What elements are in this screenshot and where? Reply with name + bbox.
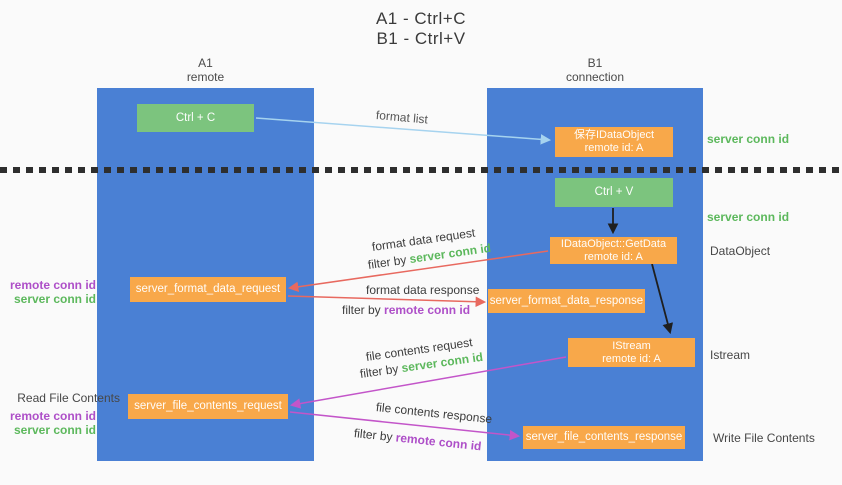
lane-header-b1: B1 connection: [487, 56, 703, 84]
node-idataobject-getdata-line1: IDataObject::GetData: [560, 237, 667, 250]
filter-by-prefix-2: filter by: [342, 303, 381, 317]
side-label-read-file-contents: Read File Contents: [17, 391, 120, 405]
node-ctrl-c-label: Ctrl + C: [175, 111, 216, 124]
side-label-server-conn-id-top: server conn id: [707, 132, 790, 146]
side-label-write-file-contents: Write File Contents: [713, 431, 815, 445]
node-server-file-contents-response-label: server_file_contents_response: [525, 431, 683, 443]
side-label-conn-ids-2: remote conn id server conn id: [8, 409, 96, 437]
node-save-idataobject-line1: 保存IDataObject: [573, 129, 655, 141]
arrow-format-data-response: [287, 295, 487, 307]
side-label-istream: Istream: [710, 348, 751, 362]
node-server-file-contents-response: server_file_contents_response: [523, 426, 685, 449]
arrow-format-list: [255, 117, 552, 145]
arrow-file-contents-response: [289, 411, 521, 441]
title-line-2: B1 - Ctrl+V: [376, 29, 466, 48]
lane-b1-name: B1: [587, 56, 603, 70]
node-idataobject-getdata-line2: remote id: A: [584, 250, 643, 263]
title-line-1: A1 - Ctrl+C: [375, 9, 467, 28]
node-idataobject-getdata: IDataObject::GetData remote id: A: [550, 237, 677, 264]
side-label-remote-conn-id-1: remote conn id: [9, 278, 96, 292]
side-label-conn-ids-1: remote conn id server conn id: [8, 278, 96, 306]
session-divider-dotted-line: [0, 167, 842, 173]
node-ctrl-v-label: Ctrl + V: [594, 186, 634, 198]
node-server-format-data-response-label: server_format_data_response: [489, 294, 644, 307]
node-server-format-data-request-label: server_format_data_request: [135, 283, 281, 295]
side-label-server-conn-id-mid: server conn id: [707, 210, 790, 224]
node-server-file-contents-request: server_file_contents_request: [128, 394, 288, 419]
node-istream-line1: IStream: [612, 339, 651, 352]
lane-a1-role: remote: [186, 70, 225, 84]
arrow-format-data-request: [287, 250, 549, 293]
lane-a1-name: A1: [198, 56, 213, 70]
node-save-idataobject: 保存IDataObject remote id: A: [555, 127, 673, 157]
arrow-file-contents-request: [289, 356, 567, 409]
node-ctrl-c: Ctrl + C: [137, 104, 254, 132]
arrow-getdata-to-istream: [651, 263, 674, 335]
side-label-dataobject: DataObject: [710, 244, 771, 258]
node-server-file-contents-request-label: server_file_contents_request: [134, 400, 282, 412]
node-server-format-data-response: server_format_data_response: [488, 289, 645, 313]
node-istream: IStream remote id: A: [568, 338, 695, 367]
lane-b1-role: connection: [565, 70, 625, 84]
edge-label-filter-by-remote-conn-id-1: filter by remote conn id: [342, 303, 470, 317]
node-ctrl-v: Ctrl + V: [555, 178, 673, 207]
lane-header-a1: A1 remote: [97, 56, 314, 84]
side-label-server-conn-id-1: server conn id: [13, 292, 96, 306]
node-save-idataobject-line2: remote id: A: [584, 142, 644, 154]
filter-by-value-2: remote conn id: [384, 303, 471, 317]
diagram-title: A1 - Ctrl+C B1 - Ctrl+V: [0, 9, 842, 49]
edge-label-format-data-response: format data response: [366, 283, 480, 297]
node-istream-line2: remote id: A: [602, 352, 661, 365]
side-label-remote-conn-id-2: remote conn id: [9, 409, 96, 423]
node-server-format-data-request: server_format_data_request: [130, 277, 286, 302]
side-label-server-conn-id-2: server conn id: [13, 423, 96, 437]
